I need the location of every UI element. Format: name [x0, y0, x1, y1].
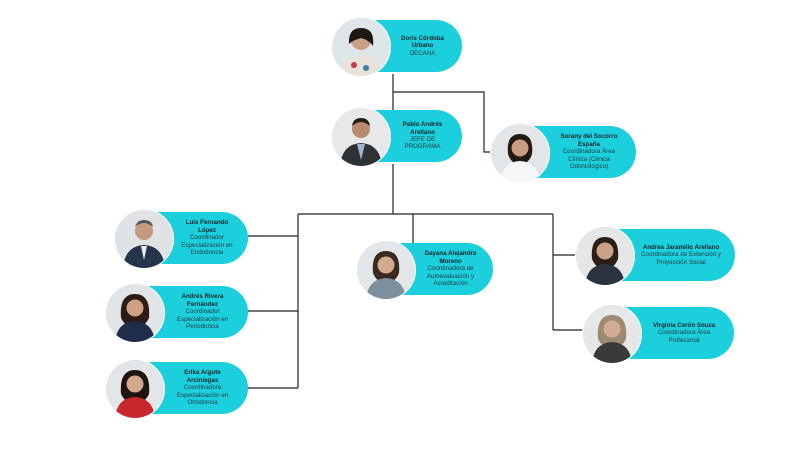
person-name: Luis Fernando López	[185, 219, 229, 234]
avatar	[331, 17, 391, 77]
node-text: Dayana Alejandra Moreno Coordinadora de …	[420, 243, 481, 295]
node-text: Erika Argote Arciniegas Coordinadora Esp…	[169, 362, 236, 414]
person-role: Coordinadora Especialización en Ortodonc…	[176, 384, 229, 407]
node-coordinadora-profesional: Virginia Cerón Souza Coordinadora Área P…	[582, 304, 734, 364]
node-text: Andrea Jaramillo Arellano Coordinadora d…	[639, 229, 723, 281]
node-coordinadora-extension: Andrea Jaramillo Arellano Coordinadora d…	[575, 226, 735, 286]
person-role: DECANA	[409, 49, 436, 57]
node-text: Luis Fernando López Coordinador Especial…	[178, 212, 236, 264]
person-name: Virginia Cerón Souza	[652, 321, 716, 329]
avatar	[114, 209, 174, 269]
node-text: Sorany del Socorro España Coordinadora Á…	[554, 126, 624, 178]
node-coordinadora-clinica: Sorany del Socorro España Coordinadora Á…	[490, 123, 636, 183]
person-role: Coordinadora de Extensión y Proyección S…	[641, 251, 721, 266]
avatar	[356, 240, 416, 300]
person-role: Coordinadora Área Clínica (Clínica Odont…	[562, 148, 616, 171]
avatar	[105, 359, 165, 419]
person-name: Andrés Rivera Fernández	[181, 293, 224, 308]
avatar	[582, 304, 642, 364]
person-name: Pablo Andrés Arellano	[402, 121, 443, 136]
person-role: Coordinadora de Autoevaluación y Acredit…	[426, 265, 475, 288]
person-name: Sorany del Socorro España	[560, 133, 618, 148]
node-text: Virginia Cerón Souza Coordinadora Área P…	[646, 307, 722, 359]
avatar	[490, 123, 550, 183]
node-jefe-programa: Pablo Andrés Arellano JEFE DE PROGRAMA	[331, 107, 462, 167]
node-decana: Doris Córdoba Urbano DECANA	[331, 17, 462, 77]
node-coordinador-endodoncia: Luis Fernando López Coordinador Especial…	[114, 209, 248, 269]
person-role: Coordinador Especialización en Periodonc…	[176, 308, 229, 331]
person-role: Coordinador Especialización en Endodonci…	[181, 234, 233, 257]
person-name: Dayana Alejandra Moreno	[424, 250, 477, 265]
avatar	[105, 283, 165, 343]
node-text: Andrés Rivera Fernández Coordinador Espe…	[169, 286, 236, 338]
person-name: Andrea Jaramillo Arellano	[642, 243, 720, 251]
node-text: Pablo Andrés Arellano JEFE DE PROGRAMA	[395, 110, 450, 162]
person-name: Erika Argote Arciniegas	[184, 369, 221, 384]
person-name: Doris Córdoba Urbano	[401, 34, 444, 50]
node-coordinadora-ortodoncia: Erika Argote Arciniegas Coordinadora Esp…	[105, 359, 248, 419]
node-coordinador-periodoncia: Andrés Rivera Fernández Coordinador Espe…	[105, 283, 248, 343]
node-coordinadora-autoevaluacion: Dayana Alejandra Moreno Coordinadora de …	[356, 240, 493, 300]
avatar	[575, 226, 635, 286]
person-role: JEFE DE PROGRAMA	[404, 136, 441, 151]
node-text: Doris Córdoba Urbano DECANA	[395, 20, 450, 72]
avatar	[331, 107, 391, 167]
person-role: Coordinadora Área Profesional	[657, 329, 711, 344]
